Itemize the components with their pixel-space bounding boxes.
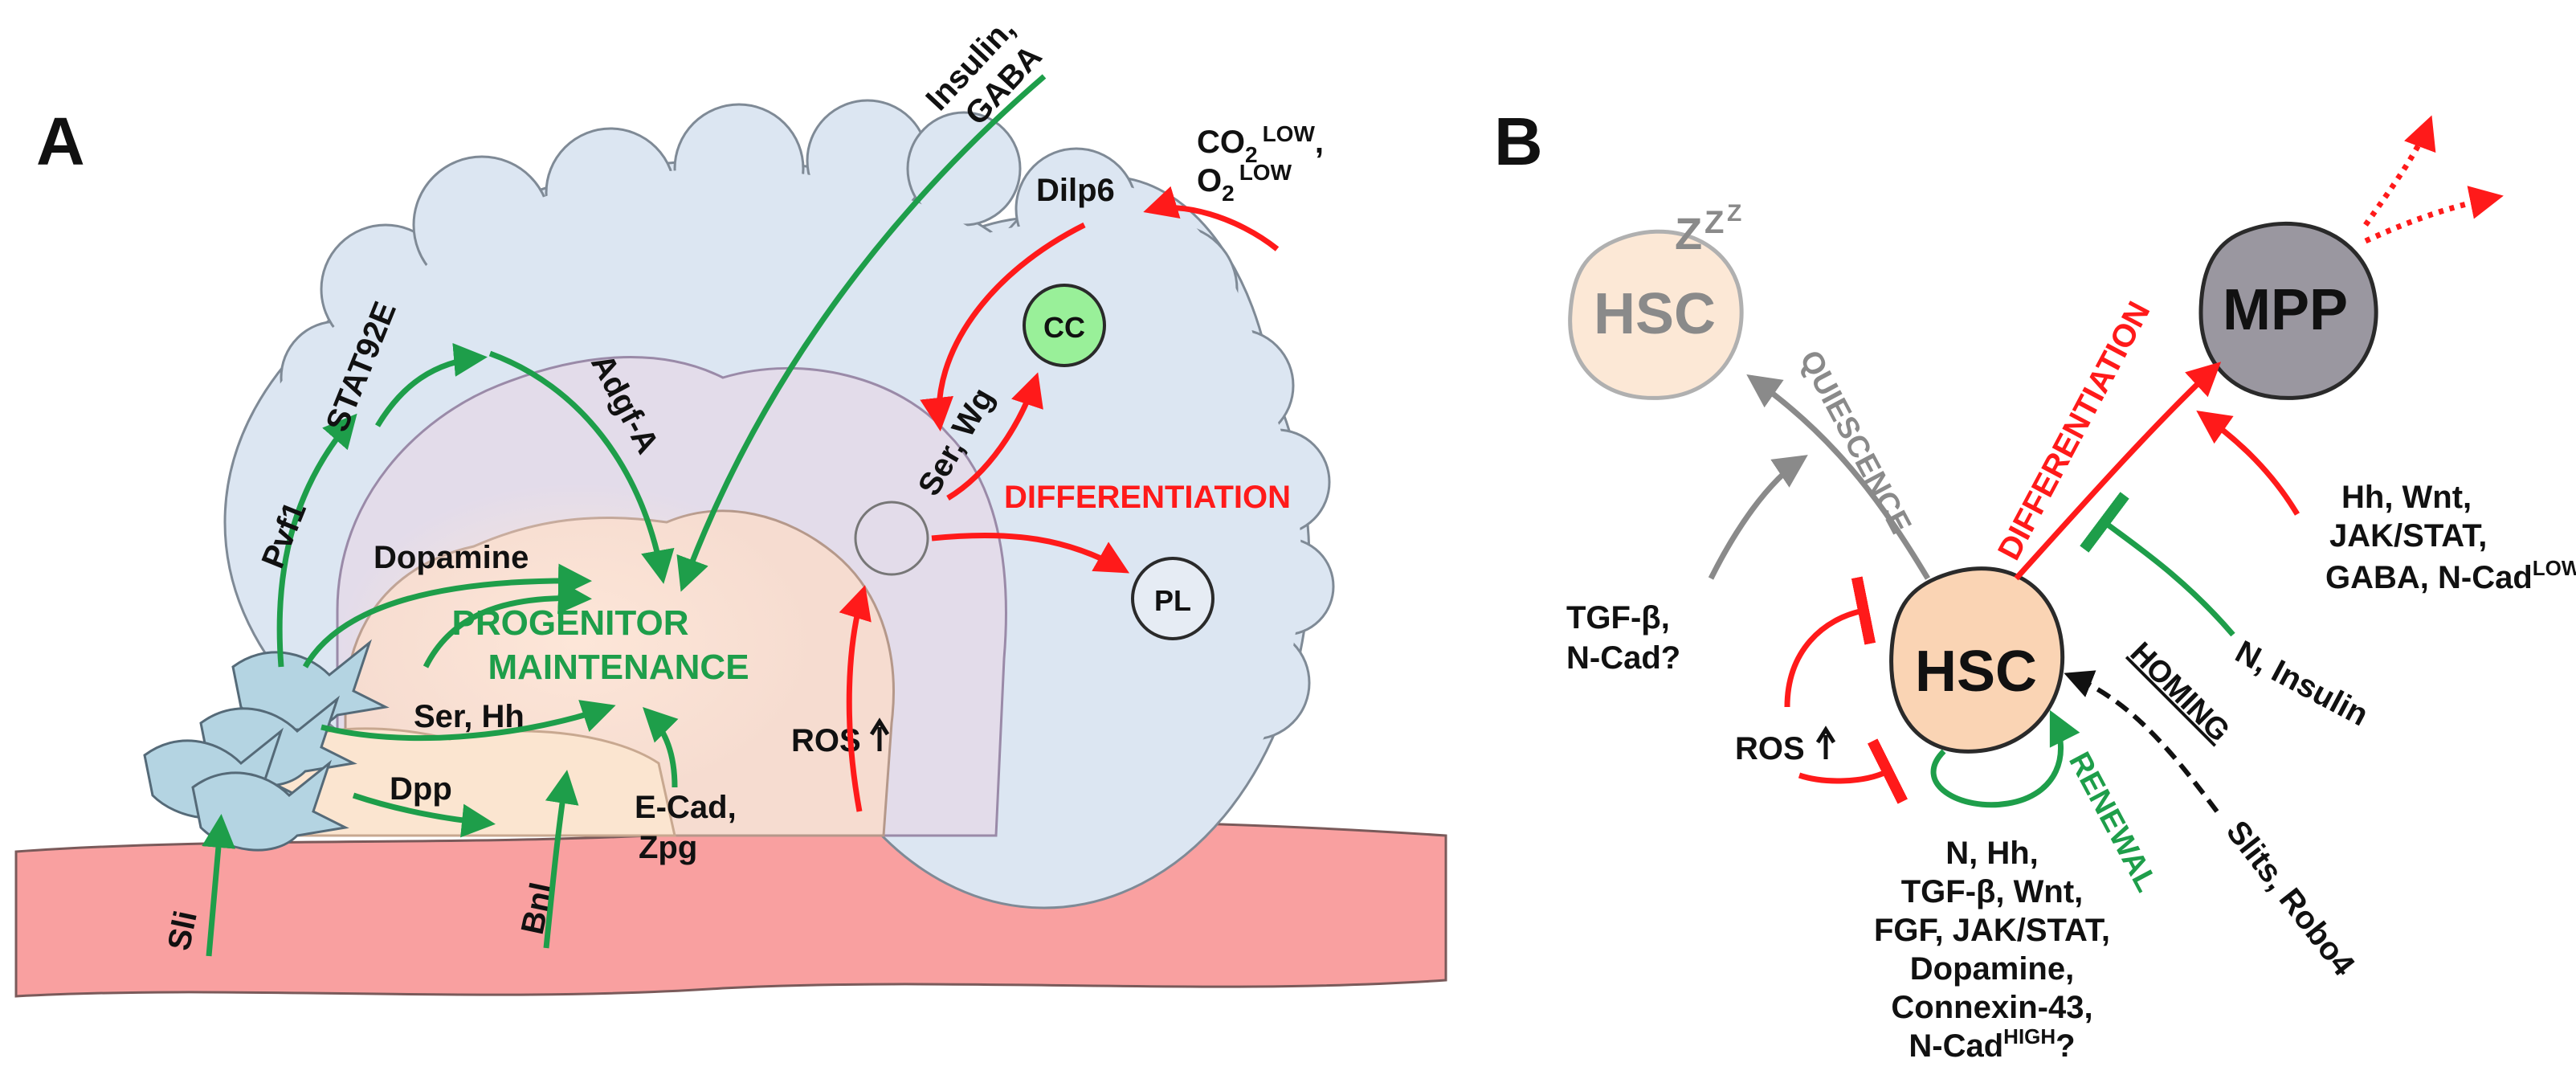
gas-to-dilp6-arrow — [1143, 186, 1280, 251]
diff-factor-1: Hh, Wnt, — [2341, 480, 2472, 515]
plasmatocyte — [1131, 557, 1215, 640]
ros-inhibit-quiescence — [1784, 576, 1876, 708]
gas-labels: CO2LOW, O2LOW — [1197, 121, 1324, 206]
ros-arrow-a — [839, 585, 872, 812]
ros-inhibit-renewal — [1798, 738, 1909, 804]
renewal-loop-arrow — [1930, 709, 2080, 808]
crystal-cell — [1023, 284, 1106, 367]
hsc-label: HSC — [1915, 640, 2037, 704]
zzz-3: Z — [1727, 200, 1741, 227]
ser-hh-label: Ser, Hh — [414, 699, 525, 734]
cc-label: CC — [1043, 311, 1085, 344]
dopamine-label: Dopamine — [374, 540, 529, 575]
dpp-arrow — [352, 792, 496, 838]
mpp-dotted-arrow-1 — [2363, 115, 2436, 227]
sli-label: Sli — [161, 908, 204, 954]
stat92e-arrow — [374, 342, 488, 427]
bnl-arrow — [543, 770, 579, 949]
renewal-factor-5: Connexin-43, — [1891, 990, 2092, 1025]
panel-a: A — [14, 11, 1447, 998]
quiescence-arrow — [1746, 374, 1931, 580]
panel-b-letter: B — [1494, 104, 1543, 179]
to-pl-arrow — [931, 532, 1130, 574]
quiescence-label: QUIESCENCE — [1793, 345, 1917, 540]
diff-factor-2: JAK/STAT, — [2329, 518, 2487, 554]
tgf-to-quiescence-arrow — [1708, 455, 1808, 580]
renewal-factor-4: Dopamine, — [1910, 951, 2074, 987]
ecad-label: E-Cad, — [635, 790, 737, 825]
diff-factor-3: GABA, N-CadLOW? — [2325, 556, 2576, 595]
panel-a-letter: A — [36, 104, 85, 179]
ncad-q-label: N-Cad? — [1566, 640, 1680, 676]
ser-hh-arrow — [320, 700, 616, 742]
o2-label: O2LOW — [1197, 160, 1292, 206]
mpp-cell — [2198, 221, 2378, 400]
tgf-label: TGF-β, — [1566, 600, 1670, 636]
adgf-a-arrow — [488, 350, 675, 584]
n-insulin-inhibit — [2080, 492, 2235, 637]
quiescent-hsc-cell — [1568, 229, 1744, 400]
panel-b: B HSC Z Z Z MPP HSC QUIESCENCE TGF-β, N-… — [1494, 104, 2576, 1064]
insulin-gaba-arrow — [676, 74, 1047, 592]
differentiation-arrow — [2014, 362, 2222, 581]
renewal-factor-2: TGF-β, Wnt, — [1901, 874, 2084, 909]
ros-label-b: ROS — [1735, 731, 1805, 766]
ros-up-icon-a — [869, 717, 890, 751]
dilp6-arrow — [920, 222, 1086, 431]
pvf1-arrow — [276, 413, 357, 668]
maintenance-label: MAINTENANCE — [488, 648, 749, 687]
dopamine-arrow-2 — [423, 580, 592, 668]
renewal-factor-1: N, Hh, — [1945, 836, 2039, 871]
sli-arrow — [202, 814, 236, 957]
zpg-label: Zpg — [639, 830, 697, 865]
pl-label: PL — [1154, 584, 1191, 617]
ros-up-icon-b — [1815, 725, 1836, 759]
to-cc-arrow — [946, 372, 1043, 501]
tissue-band — [14, 819, 1447, 998]
co2-label: CO2LOW, — [1197, 121, 1324, 167]
renewal-factor-6: N-CadHIGH? — [1909, 1024, 2075, 1064]
zzz-2: Z — [1704, 205, 1724, 240]
dopamine-arrow-1 — [302, 563, 592, 668]
progenitor-cell — [854, 501, 929, 576]
homing-arrow — [2064, 670, 2219, 813]
mpp-dotted-arrow-2 — [2364, 186, 2504, 244]
ecad-arrow — [643, 707, 679, 788]
mpp-label: MPP — [2223, 278, 2348, 342]
zzz-1: Z — [1675, 208, 1702, 259]
slits-robo4-label: Slits, Robo4 — [2219, 814, 2362, 983]
n-insulin-label: N, Insulin — [2230, 634, 2374, 733]
hsc-cell — [1889, 566, 2065, 754]
homing-label: HOMING — [2124, 636, 2236, 749]
differentiation-label-a: DIFFERENTIATION — [1004, 480, 1291, 515]
renewal-factor-3: FGF, JAK/STAT, — [1874, 913, 2110, 948]
differentiation-label-b: DIFFERENTIATION — [1991, 296, 2157, 566]
dilp6-label: Dilp6 — [1036, 173, 1115, 208]
dpp-label: Dpp — [390, 771, 452, 807]
diff-factors-arrow — [2196, 410, 2300, 516]
quiescent-hsc-label: HSC — [1594, 282, 1716, 346]
